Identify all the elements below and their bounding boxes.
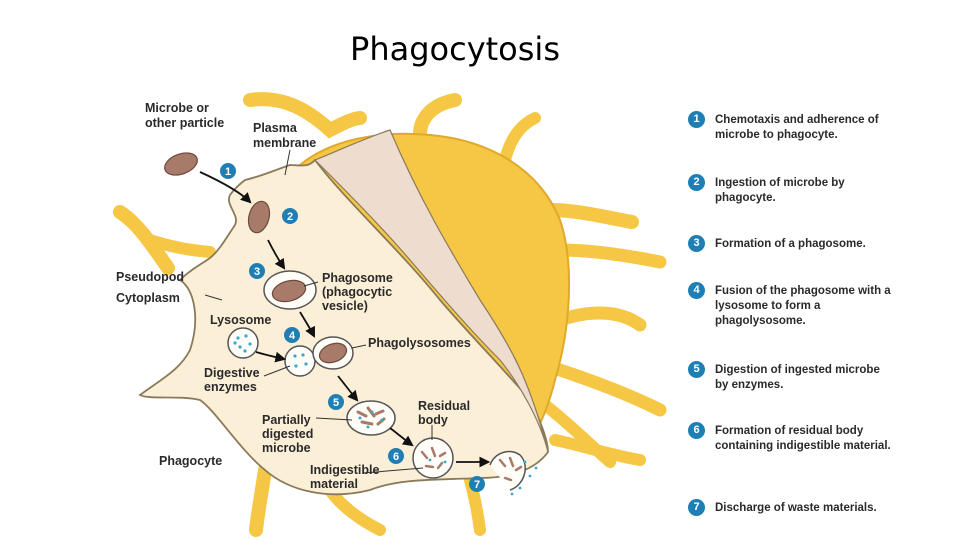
label-phagolysosomes: Phagolysosomes	[368, 336, 471, 350]
step-badge-5: 5	[328, 394, 344, 410]
step-badge-3: 3	[249, 263, 265, 279]
waste-discharge	[489, 450, 538, 496]
diagram-step-badges: 1 2 3 4 5 6 7	[220, 163, 485, 492]
step-text: Chemotaxis and adherence of microbe to p…	[715, 114, 879, 141]
svg-text:6: 6	[393, 451, 399, 463]
microbe-particle	[164, 152, 198, 176]
phagosome-vesicle	[263, 270, 317, 310]
svg-text:1: 1	[225, 166, 231, 178]
microbe-ingesting	[247, 200, 271, 234]
lysosome	[227, 327, 259, 359]
label-cytoplasm: Cytoplasm	[116, 291, 180, 305]
step-number-badge: 6	[688, 422, 705, 439]
svg-text:7: 7	[474, 479, 480, 491]
label-leader-lines	[204, 149, 433, 474]
step-number-badge: 1	[688, 111, 705, 128]
step-text: Formation of a phagosome.	[715, 238, 866, 250]
step-text: Fusion of the phagosome with a lysosome …	[715, 285, 891, 327]
step-badge-2: 2	[282, 208, 298, 224]
page-title: Phagocytosis	[350, 30, 560, 68]
cytoplasm-cross-section	[138, 158, 549, 496]
step-text: Digestion of ingested microbe by enzymes…	[715, 364, 880, 391]
step-number-badge: 5	[688, 361, 705, 378]
step-number-badge: 7	[688, 499, 705, 516]
step-badge-4: 4	[284, 327, 300, 343]
step-text: Formation of residual body containing in…	[715, 425, 891, 452]
step-number-badge: 4	[688, 282, 705, 299]
step-badge-7: 7	[469, 476, 485, 492]
label-pseudopod: Pseudopod	[116, 270, 184, 284]
cut-plane	[313, 129, 549, 453]
svg-text:4: 4	[289, 330, 296, 342]
step-text: Ingestion of microbe by phagocyte.	[715, 177, 845, 204]
svg-text:3: 3	[254, 266, 260, 278]
process-arrows	[199, 171, 491, 468]
partially-digested-microbe	[346, 400, 396, 436]
step-number-badge: 2	[688, 174, 705, 191]
svg-text:2: 2	[287, 211, 293, 223]
step-text: Discharge of waste materials.	[715, 502, 877, 514]
residual-body	[412, 437, 454, 479]
label-phagocyte: Phagocyte	[159, 454, 222, 468]
phagolysosome	[284, 336, 354, 377]
step-number-badge: 3	[688, 235, 705, 252]
label-lysosome: Lysosome	[210, 313, 271, 327]
step-badge-1: 1	[220, 163, 236, 179]
step-badge-6: 6	[388, 448, 404, 464]
svg-text:5: 5	[333, 397, 339, 409]
